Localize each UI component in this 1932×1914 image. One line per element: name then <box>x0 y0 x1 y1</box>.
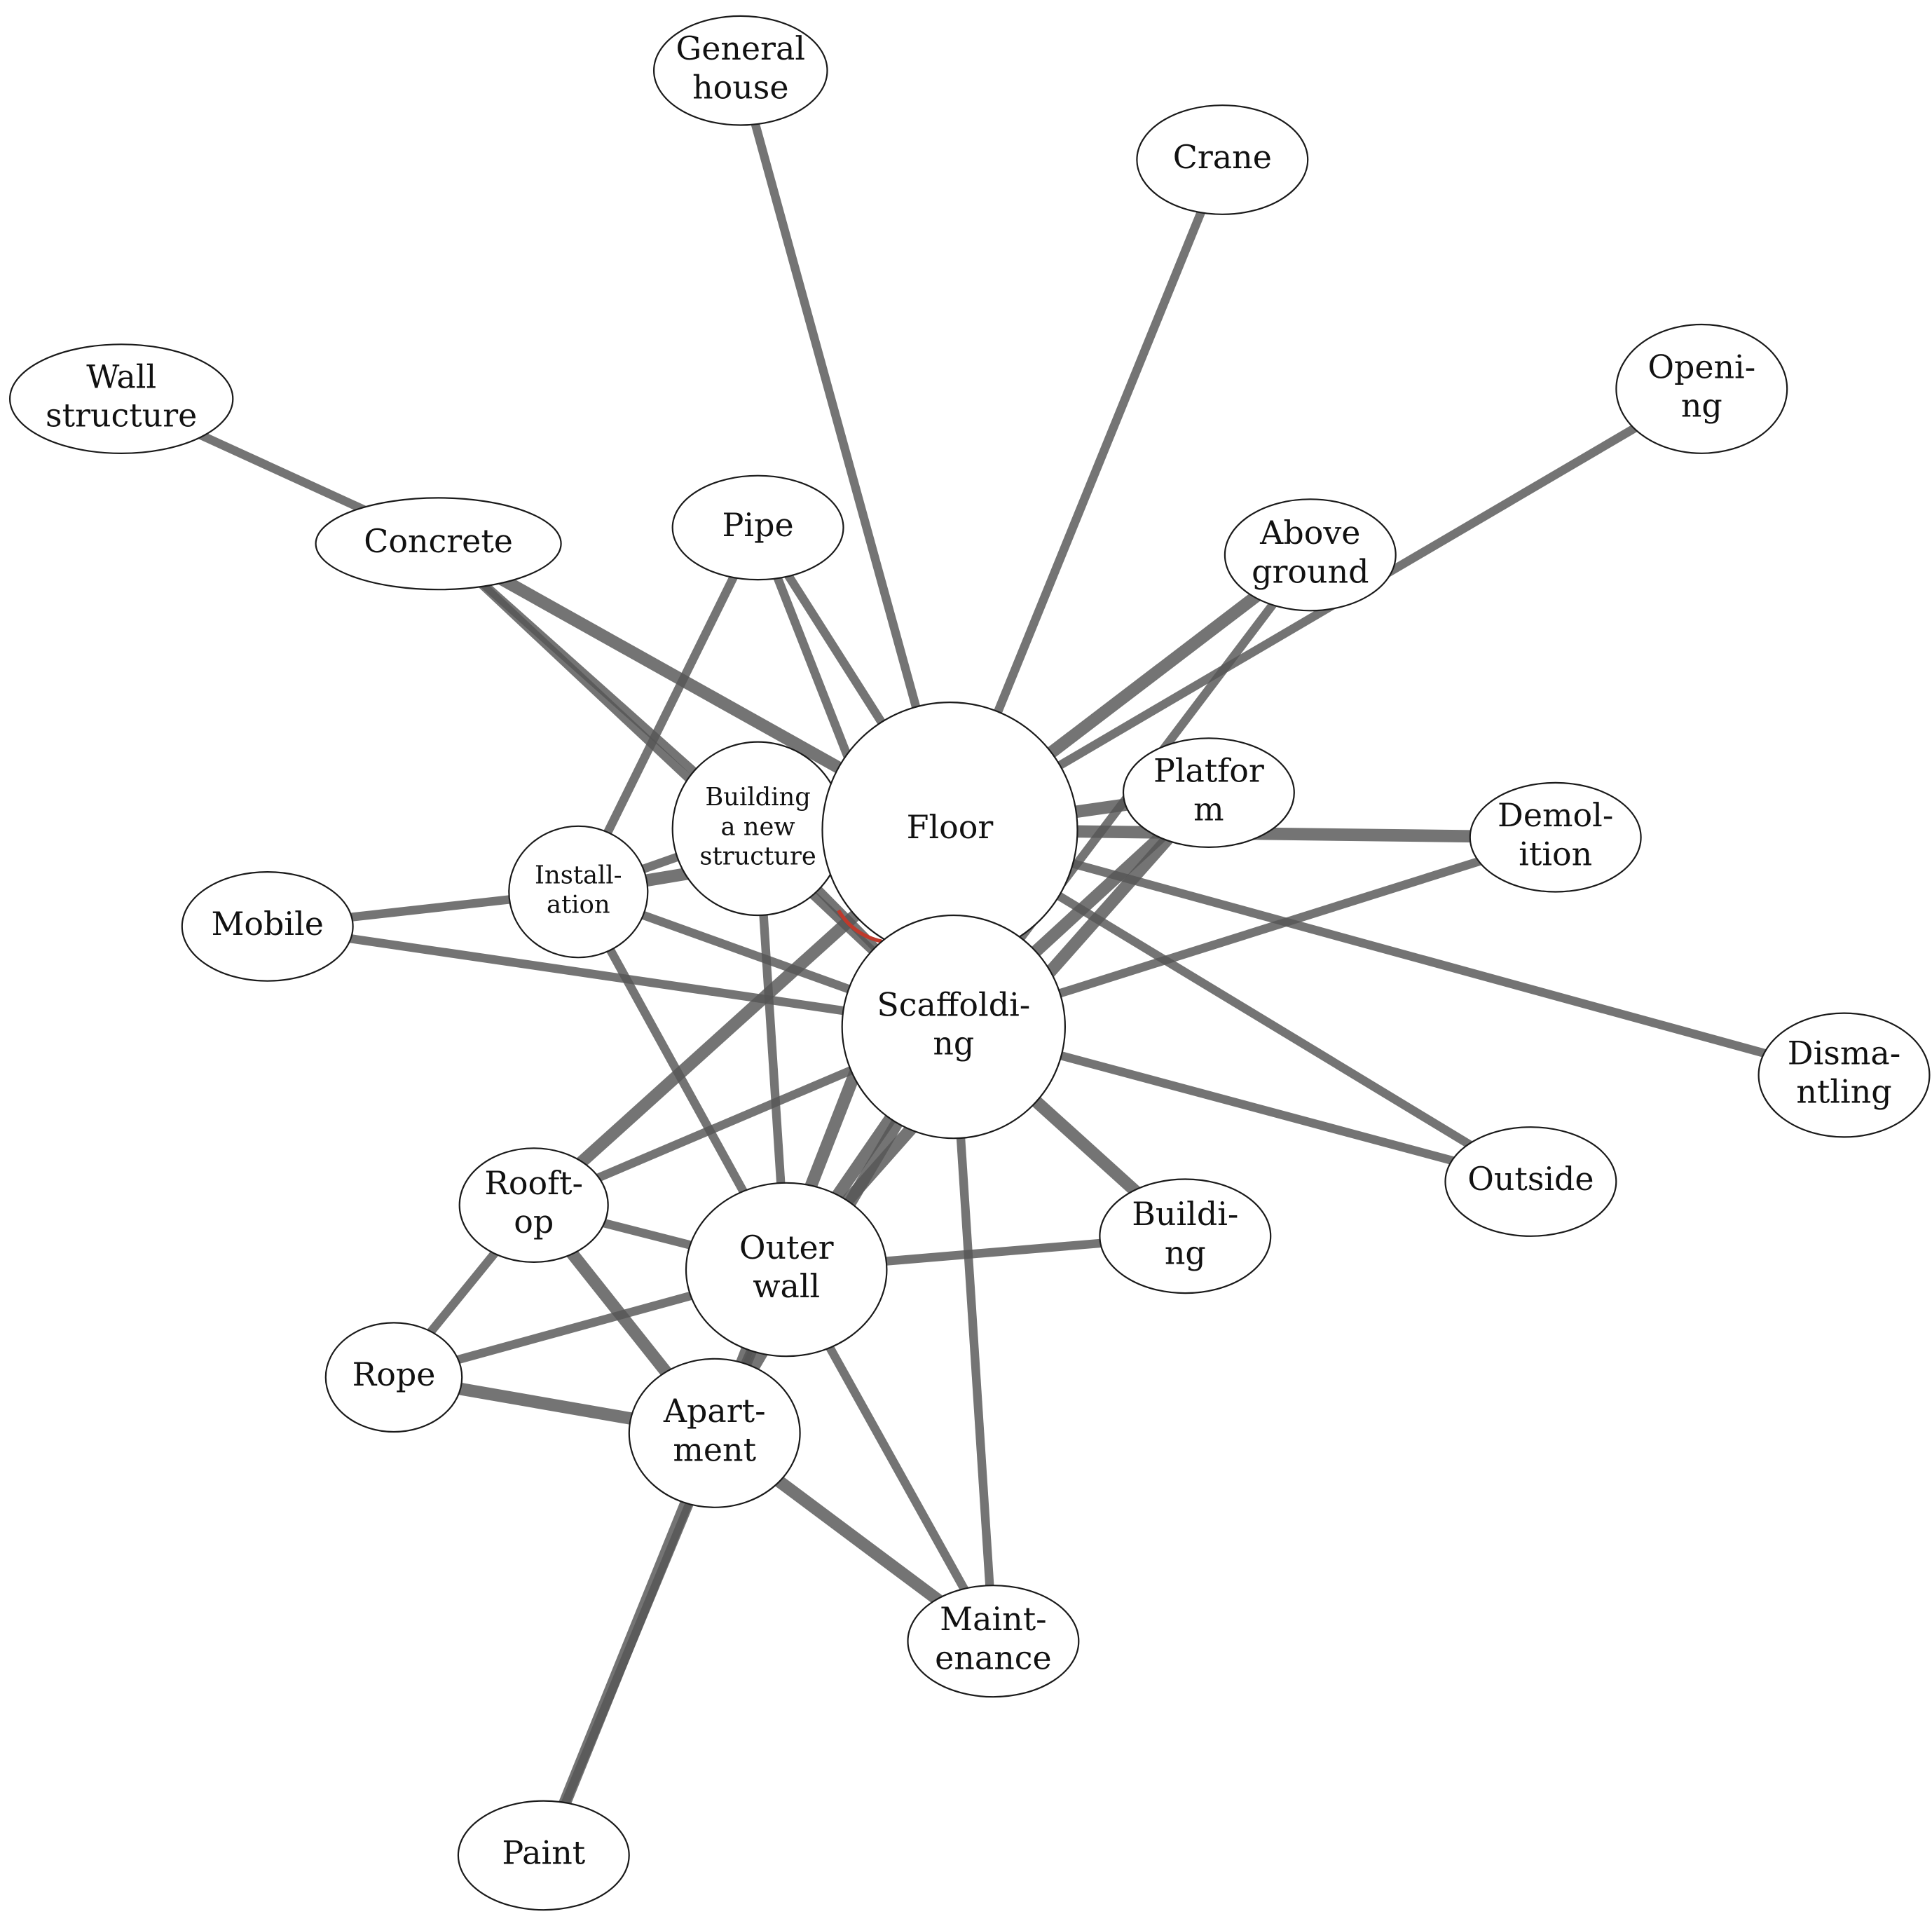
node-opening: Openi-ng <box>1615 323 1788 454</box>
node-label-floor-line-0: Floor <box>907 808 994 846</box>
node-shape-outside <box>1444 1126 1617 1237</box>
node-shape-scaffolding <box>841 914 1067 1140</box>
node-label-dismantling-line-1: ntling <box>1796 1073 1891 1111</box>
node-installation: Install-ation <box>508 825 649 959</box>
node-dismantling: Disma-ntling <box>1758 1012 1931 1138</box>
node-shape-demolition <box>1469 781 1642 893</box>
node-shape-rope <box>324 1322 463 1433</box>
node-label-wall-structure-line-1: structure <box>46 397 197 435</box>
node-label-maintenance-line-0: Maint- <box>940 1600 1047 1638</box>
node-label-paint-line-0: Paint <box>502 1833 585 1871</box>
edge-pipe-to-installation <box>574 526 762 894</box>
node-building: Buildi-ng <box>1099 1178 1272 1294</box>
node-label-scaffolding-line-1: ng <box>933 1025 974 1062</box>
node-shape-installation <box>508 825 649 959</box>
node-label-general-house-line-1: house <box>692 68 788 106</box>
node-apartment: Apart-ment <box>628 1358 801 1508</box>
node-label-outer-wall-line-1: wall <box>753 1267 820 1305</box>
node-label-above-ground-line-1: ground <box>1252 552 1369 590</box>
node-label-crane-line-0: Crane <box>1173 138 1272 176</box>
node-shape-rooftop <box>458 1147 609 1263</box>
accent-layer <box>837 909 882 943</box>
node-label-platform-line-0: Platfor <box>1153 752 1264 790</box>
node-label-rope-line-0: Rope <box>352 1355 436 1393</box>
node-label-building-a-new-structure-line-1: a new <box>721 812 795 841</box>
node-label-opening-line-0: Openi- <box>1647 348 1755 385</box>
node-label-scaffolding-line-0: Scaffoldi- <box>877 986 1030 1024</box>
node-label-maintenance-line-1: enance <box>935 1639 1052 1676</box>
node-label-pipe-line-0: Pipe <box>722 506 794 544</box>
node-label-platform-line-1: m <box>1193 791 1224 828</box>
node-shape-opening <box>1615 323 1788 454</box>
node-rooftop: Rooft-op <box>458 1147 609 1263</box>
node-shape-apartment <box>628 1358 801 1508</box>
node-label-installation-line-0: Install- <box>535 861 622 889</box>
node-shape-mobile <box>181 870 354 982</box>
node-shape-general-house <box>653 15 828 126</box>
node-label-building-a-new-structure-line-2: structure <box>699 842 816 871</box>
node-pipe: Pipe <box>671 474 844 581</box>
node-label-installation-line-1: ation <box>547 891 610 920</box>
node-label-dismantling-line-0: Disma- <box>1788 1034 1900 1072</box>
node-shape-above-ground <box>1224 498 1397 612</box>
node-shape-pipe <box>671 474 844 581</box>
node-label-general-house-line-0: General <box>676 29 806 67</box>
node-label-demolition-line-1: ition <box>1519 835 1592 873</box>
edge-floor-to-dismantling <box>948 826 1846 1079</box>
node-label-above-ground-line-0: Above <box>1259 514 1360 552</box>
node-crane: Crane <box>1136 104 1309 215</box>
node-label-building-line-0: Buildi- <box>1132 1195 1238 1233</box>
node-label-rooftop-line-0: Rooft- <box>484 1164 583 1202</box>
node-rope: Rope <box>324 1322 463 1433</box>
node-demolition: Demol-ition <box>1469 781 1642 893</box>
node-floor: Floor <box>821 701 1078 959</box>
edge-general-house-to-floor <box>736 69 954 831</box>
node-shape-outer-wall <box>685 1182 888 1358</box>
node-label-mobile-line-0: Mobile <box>211 905 324 943</box>
node-shape-crane <box>1136 104 1309 215</box>
node-label-apartment-line-0: Apart- <box>663 1392 766 1430</box>
node-shape-paint <box>457 1800 630 1911</box>
node-outside: Outside <box>1444 1126 1617 1237</box>
node-label-outer-wall-line-0: Outer <box>739 1229 834 1266</box>
node-shape-building <box>1099 1178 1272 1294</box>
node-label-building-a-new-structure-line-0: Building <box>705 783 810 812</box>
node-label-opening-line-1: ng <box>1681 387 1722 425</box>
node-shape-maintenance <box>907 1585 1080 1698</box>
accent-arc <box>837 909 882 943</box>
node-label-concrete-line-0: Concrete <box>364 522 513 560</box>
node-label-rooftop-line-1: op <box>514 1203 554 1240</box>
node-concrete: Concrete <box>315 497 562 591</box>
node-label-demolition-line-0: Demol- <box>1498 796 1613 834</box>
node-mobile: Mobile <box>181 870 354 982</box>
node-label-building-line-1: ng <box>1165 1233 1206 1271</box>
node-shape-concrete <box>315 497 562 591</box>
node-label-outside-line-0: Outside <box>1467 1160 1594 1198</box>
node-shape-dismantling <box>1758 1012 1931 1138</box>
node-shape-platform <box>1122 737 1295 848</box>
node-scaffolding: Scaffoldi-ng <box>841 914 1067 1140</box>
edge-mobile-to-scaffolding <box>266 922 954 1032</box>
node-paint: Paint <box>457 1800 630 1911</box>
nodes-layer: GeneralhouseCraneWallstructureOpeni-ngCo… <box>8 15 1931 1911</box>
node-label-apartment-line-1: ment <box>673 1430 756 1468</box>
node-maintenance: Maint-enance <box>907 1585 1080 1698</box>
node-label-wall-structure-line-0: Wall <box>86 358 156 396</box>
node-shape-wall-structure <box>8 343 234 454</box>
